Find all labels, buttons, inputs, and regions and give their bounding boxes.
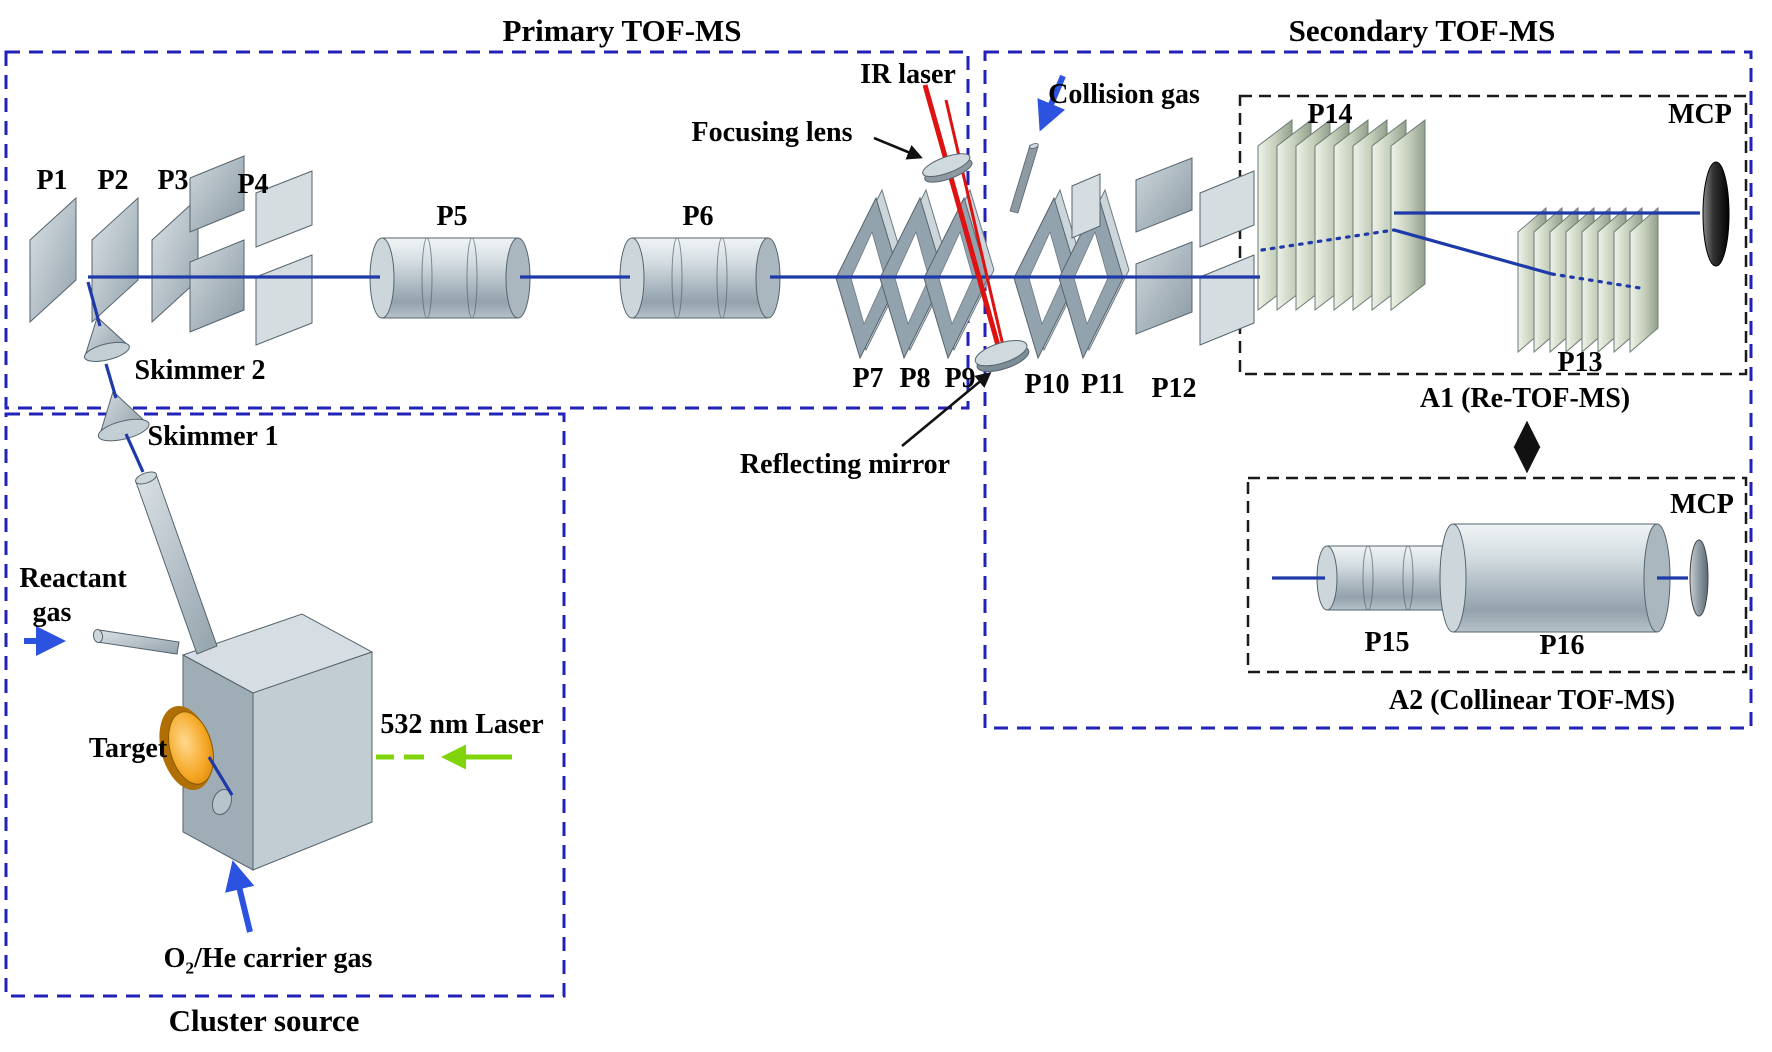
label-p1: P1 — [36, 165, 68, 196]
secondary-tofms-box — [983, 50, 1753, 730]
label-ir-laser: IR laser — [860, 59, 956, 90]
annotation-arrows — [873, 136, 1541, 474]
skimmer-2-cone — [83, 316, 131, 362]
cluster-source-chamber — [159, 613, 374, 871]
label-p12: P12 — [1151, 373, 1197, 404]
ir-laser-beam — [922, 84, 1006, 351]
skimmer-1-cone — [97, 390, 150, 442]
label-a2: A2 (Collinear TOF-MS) — [1388, 685, 1676, 716]
label-focusing-lens: Focusing lens — [691, 117, 853, 148]
nozzle-nub — [211, 788, 233, 816]
expansion-tube — [135, 471, 218, 655]
label-carrier-gas: O2/He carrier gas — [163, 943, 373, 978]
carrier-gas-arrow — [225, 860, 255, 933]
a2-collinear-box — [1246, 476, 1748, 674]
label-p5: P5 — [436, 201, 468, 232]
carrier-gas-rest: /He carrier gas — [194, 943, 373, 974]
p5-cylinder — [369, 237, 531, 319]
carrier-gas-subscript: 2 — [185, 958, 195, 978]
plates-p7-p9 — [835, 188, 995, 360]
label-p15: P15 — [1364, 627, 1410, 658]
p16-cylinder — [1439, 523, 1671, 633]
label-reactant-gas-line2: gas — [32, 597, 72, 628]
focusing-lens-pointer-arrow — [873, 136, 923, 160]
plates-p4 — [189, 155, 313, 346]
gas-arrows — [24, 74, 1066, 933]
p14-plate-stack — [1257, 119, 1426, 311]
label-skimmer-1: Skimmer 1 — [147, 421, 279, 452]
label-mcp-collinear: MCP — [1670, 489, 1734, 520]
label-a1: A1 (Re-TOF-MS) — [1419, 383, 1631, 414]
label-p16: P16 — [1539, 630, 1585, 661]
collision-gas-inlet-tube — [1009, 143, 1101, 239]
cluster-section-title: Cluster source — [168, 1003, 360, 1038]
plates-p1-p3 — [29, 196, 199, 324]
label-p9: P9 — [944, 363, 976, 394]
label-reflecting-mirror: Reflecting mirror — [739, 449, 951, 480]
ion-beam-path — [86, 211, 1700, 796]
p15-cylinder — [1316, 545, 1453, 611]
mcp-detector-retof — [1702, 161, 1730, 267]
reflecting-mirror-optic — [974, 339, 1030, 373]
carrier-gas-o: O — [163, 943, 186, 974]
label-p14: P14 — [1307, 99, 1353, 130]
label-skimmer-2: Skimmer 2 — [134, 355, 266, 386]
a1-retof-box — [1238, 94, 1748, 376]
label-p4: P4 — [237, 169, 269, 200]
cluster-source-box — [4, 412, 566, 998]
primary-section-title: Primary TOF-MS — [502, 13, 742, 48]
label-collision-gas: Collision gas — [1048, 79, 1200, 110]
secondary-section-title: Secondary TOF-MS — [1288, 13, 1556, 48]
label-mcp-retof: MCP — [1668, 99, 1732, 130]
label-p2: P2 — [97, 165, 129, 196]
label-p7: P7 — [852, 363, 884, 394]
reflecting-mirror-pointer-arrow — [901, 372, 992, 448]
collision-gas-arrow — [1037, 74, 1066, 132]
label-532nm-laser: 532 nm Laser — [380, 709, 544, 740]
label-p10: P10 — [1024, 369, 1070, 400]
p6-cylinder — [619, 237, 781, 319]
focusing-lens-optic — [922, 153, 973, 183]
label-p6: P6 — [682, 201, 714, 232]
label-p11: P11 — [1081, 369, 1125, 400]
label-p8: P8 — [899, 363, 931, 394]
label-p13: P13 — [1557, 347, 1603, 378]
label-target: Target — [88, 733, 168, 764]
label-reactant-gas-line1: Reactant — [19, 563, 127, 594]
mcp-detector-collinear — [1689, 539, 1709, 617]
reactant-gas-inlet-tube — [92, 629, 180, 655]
label-p3: P3 — [157, 165, 189, 196]
plates-p12 — [1135, 157, 1255, 346]
